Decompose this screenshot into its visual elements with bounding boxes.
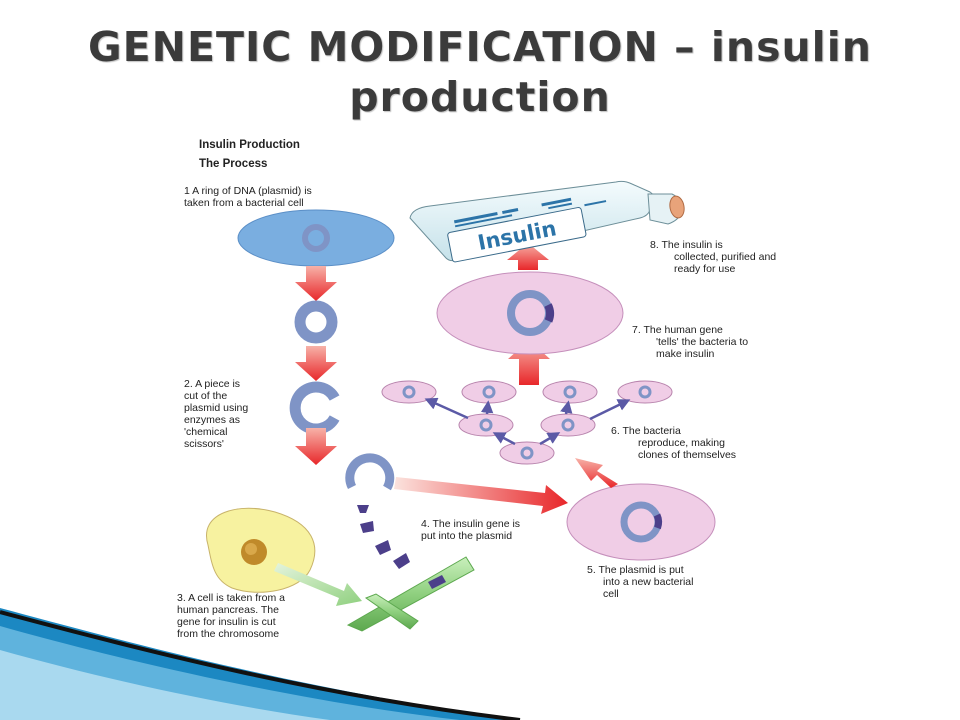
step-2-line: 2. A piece is <box>184 378 240 390</box>
step-6-line: clones of themselves <box>638 449 736 461</box>
green-arrow <box>274 563 362 606</box>
step-4-line: 4. The insulin gene is <box>421 518 520 530</box>
title-line-1: GENETIC MODIFICATION – insulin <box>88 23 872 71</box>
decorative-corner <box>0 608 521 720</box>
step-7-label: 7. The human gene 'tells' the bacteria t… <box>632 324 748 360</box>
insulin-gene-segments <box>357 505 410 569</box>
step-5-line: 5. The plasmid is put <box>587 564 684 576</box>
clone-cell <box>540 413 596 437</box>
bacteria-clones <box>381 380 673 465</box>
step-7-line: 7. The human gene <box>632 324 723 336</box>
step-2-line: cut of the <box>184 390 227 402</box>
red-arrow-up-8 <box>507 243 549 270</box>
new-bacterial-cell <box>566 483 716 561</box>
step-5-line: cell <box>603 588 619 600</box>
step-3-label: 3. A cell is taken from a human pancreas… <box>177 592 285 640</box>
step-5-line: into a new bacterial <box>603 576 693 588</box>
step-2-line: plasmid using <box>184 402 248 414</box>
red-arrow-up-left <box>575 458 618 488</box>
step-8-line: 8. The insulin is <box>650 239 723 251</box>
diagram-subheader: The Process <box>199 158 267 170</box>
diagram-header: Insulin Production <box>199 139 300 151</box>
step-2-line: 'chemical <box>184 426 227 438</box>
red-arrow-down-2 <box>295 346 337 381</box>
chromosome <box>346 556 475 632</box>
title-line-2: production <box>349 73 611 121</box>
step-1-line: 1 A ring of DNA (plasmid) is <box>184 185 312 197</box>
step-7-line: make insulin <box>656 348 715 360</box>
plasmid-ring <box>294 300 338 344</box>
step-3-line: gene for insulin is cut <box>177 616 276 628</box>
insulin-bottle: Insulin <box>409 180 685 263</box>
red-arrow-to-cell <box>394 477 568 514</box>
step-8-line: ready for use <box>674 263 735 275</box>
step-4-line: put into the plasmid <box>421 530 512 542</box>
step-1-label: 1 A ring of DNA (plasmid) is taken from … <box>184 185 312 209</box>
step-5-label: 5. The plasmid is put into a new bacteri… <box>587 564 693 600</box>
open-plasmid <box>345 453 395 491</box>
step-8-line: collected, purified and <box>674 251 776 263</box>
step-6-label: 6. The bacteria reproduce, making clones… <box>611 425 736 461</box>
step-2-label: 2. A piece is cut of the plasmid using e… <box>184 378 248 450</box>
step-6-line: reproduce, making <box>638 437 725 449</box>
cut-plasmid <box>289 381 340 435</box>
clone-cell <box>461 380 517 404</box>
clone-cell <box>617 380 673 404</box>
bacterial-cell-step1 <box>237 209 395 267</box>
step-2-line: enzymes as <box>184 414 240 426</box>
step-3-line: human pancreas. The <box>177 604 279 616</box>
clone-cell <box>499 441 555 465</box>
red-arrow-down-1 <box>295 266 337 301</box>
step-1-line: taken from a bacterial cell <box>184 197 304 209</box>
clone-cell <box>458 413 514 437</box>
insulin-producing-cell <box>436 271 624 355</box>
clone-cell <box>381 380 437 404</box>
step-8-label: 8. The insulin is collected, purified an… <box>650 239 776 275</box>
red-arrow-down-3 <box>295 428 337 465</box>
step-3-line: 3. A cell is taken from a <box>177 592 285 604</box>
step-2-line: scissors' <box>184 438 224 450</box>
step-4-label: 4. The insulin gene is put into the plas… <box>421 518 520 542</box>
step-7-line: 'tells' the bacteria to <box>656 336 748 348</box>
slide-title: GENETIC MODIFICATION – insulin productio… <box>40 22 920 122</box>
step-3-line: from the chromosome <box>177 628 279 640</box>
step-6-line: 6. The bacteria <box>611 425 681 437</box>
clone-cell <box>542 380 598 404</box>
